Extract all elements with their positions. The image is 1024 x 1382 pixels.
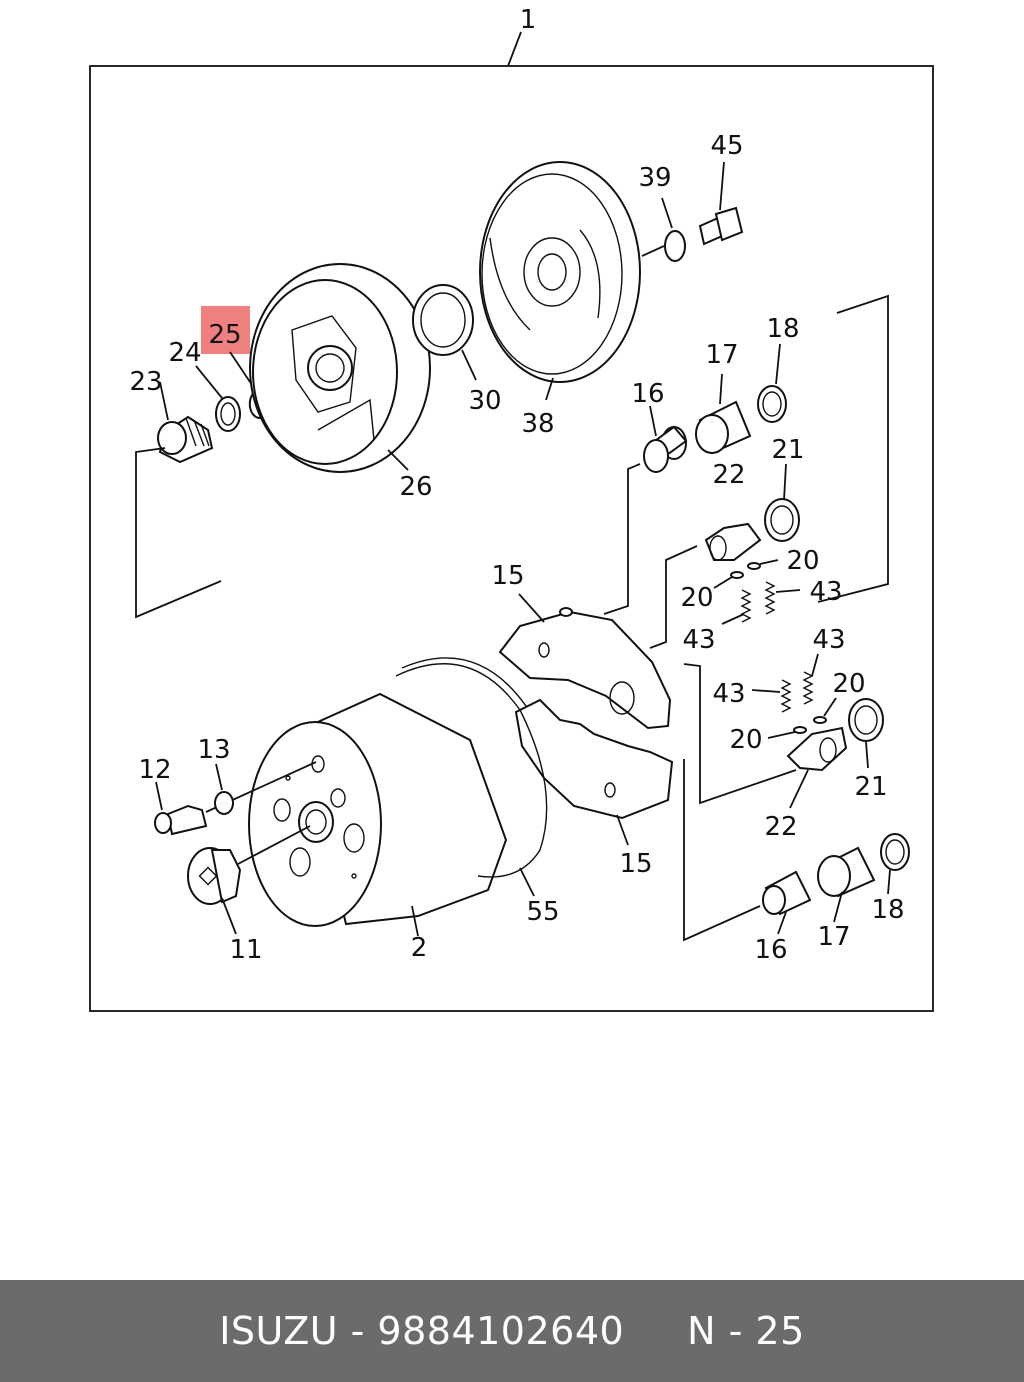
brand-label: ISUZU [219,1309,339,1353]
callout-20-c: 20 [832,669,865,699]
callout-26: 26 [399,472,432,502]
callout-43-b: 43 [682,625,715,655]
callout-43-c: 43 [812,625,845,655]
callout-24: 24 [168,338,201,368]
callout-20-d: 20 [729,725,762,755]
part-23-plug [157,415,214,464]
part-22-block-upper [704,522,762,561]
callout-43-a: 43 [809,577,842,607]
part-38-plate [479,161,641,383]
part-39-washer [664,230,686,262]
part-12-bolt [154,804,208,836]
part-24-ring [215,396,241,432]
callout-22-lower: 22 [764,812,797,842]
diagram-frame [89,65,934,1012]
part-26-rotor [249,263,431,473]
callout-18-lower: 18 [871,895,904,925]
callout-2: 2 [411,933,428,963]
part-17-bushing-lower [817,846,876,898]
callout-55: 55 [526,897,559,927]
part-18-ring-upper [757,385,787,423]
callout-17-upper: 17 [705,340,738,370]
callout-45: 45 [710,131,743,161]
callout-16-lower: 16 [754,935,787,965]
part-15-housing-lower [514,698,674,820]
exploded-parts-diagram: 1 2 11 12 13 15 15 16 16 17 17 18 18 20 … [89,5,934,1012]
part-number-footer: ISUZU - 9884102640 N - 25 [0,1280,1024,1382]
callout-20-b: 20 [680,583,713,613]
part-30-bearing [412,284,474,356]
page-reference-label: N - 25 [687,1309,805,1353]
part-55-o-ring [395,663,548,878]
callout-30: 30 [468,386,501,416]
part-16-sleeve-upper [643,425,688,473]
part-21-cap-lower [848,698,884,742]
separator: - [338,1309,378,1353]
callout-39: 39 [638,163,671,193]
callout-23: 23 [129,367,162,397]
callout-20-a: 20 [786,546,819,576]
spacer [624,1309,687,1353]
part-45-bolt [698,206,744,246]
part-43-springs-upper [740,581,776,623]
part-11-plug [187,847,242,905]
callout-38: 38 [521,409,554,439]
callout-16-upper: 16 [631,379,664,409]
callout-15-upper: 15 [491,561,524,591]
part-13-washer [214,791,234,815]
part-22-block-lower [786,726,848,772]
callout-13: 13 [197,735,230,765]
callout-25: 25 [208,320,241,350]
callout-1: 1 [520,5,537,35]
part-16-sleeve-lower [762,870,812,916]
callout-21-lower: 21 [854,772,887,802]
callout-22-upper: 22 [712,460,745,490]
part-17-bushing-upper [695,400,752,454]
highlight-box-25 [201,306,250,354]
callout-11: 11 [229,935,262,965]
part-2-housing [248,692,508,927]
callout-18-upper: 18 [766,314,799,344]
part-18-ring-lower [880,833,910,871]
callout-12: 12 [138,755,171,785]
callout-17-lower: 17 [817,922,850,952]
callout-15-lower: 15 [619,849,652,879]
part-number-label: 9884102640 [377,1309,625,1353]
part-21-cap-upper [764,498,800,542]
callout-21-upper: 21 [771,435,804,465]
part-15-housing-upper [498,607,672,730]
callout-43-d: 43 [712,679,745,709]
part-43-springs-lower [780,671,814,713]
